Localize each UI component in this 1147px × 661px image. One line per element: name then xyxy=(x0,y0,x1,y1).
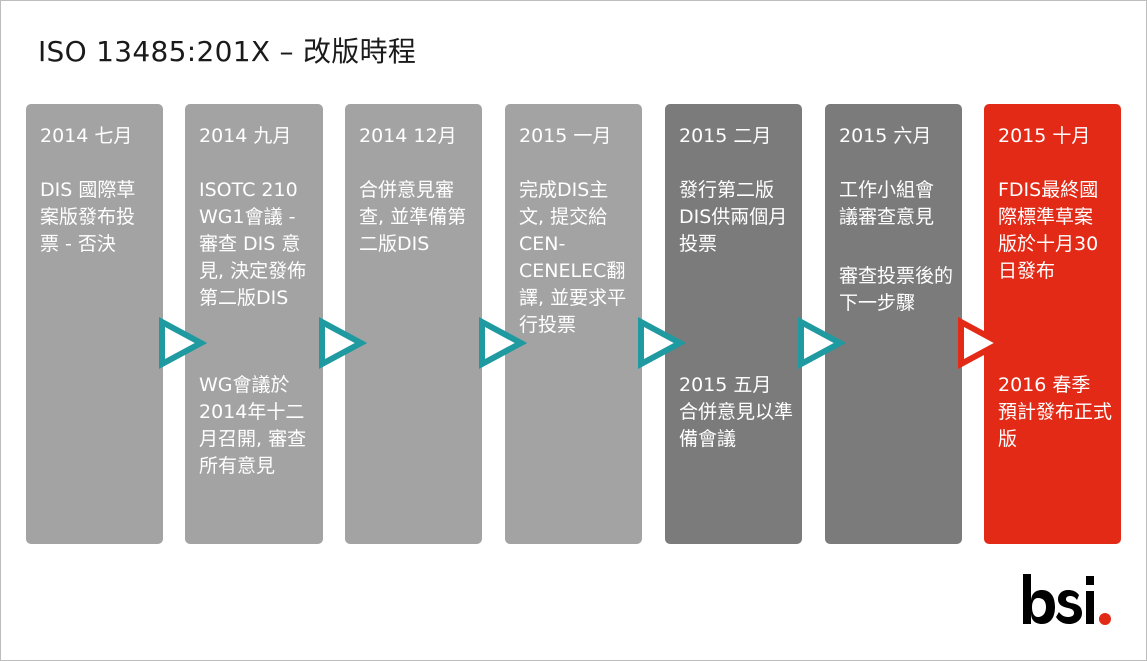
card-date: 2015 一月 xyxy=(519,125,612,147)
card-date: 2014 七月 xyxy=(40,125,133,147)
card-text: 發行第二版DIS供兩個月投票 xyxy=(679,179,788,255)
timeline-card-2014-dec: 2014 12月 合併意見審查, 並準備第二版DIS xyxy=(345,104,482,544)
bsi-logo-mark xyxy=(1023,574,1111,625)
card-text: 工作小組會議審查意見 xyxy=(839,179,935,228)
card-text: ISOTC 210 WG1會議 - 審查 DIS 意見, 決定發佈第二版DIS xyxy=(199,179,307,309)
card-text: 完成DIS主文, 提交給CEN-CENELEC翻譯, 並要求平行投票 xyxy=(519,179,627,336)
card-text: DIS 國際草案版發布投票 - 否決 xyxy=(40,179,136,255)
card-date: 2015 六月 xyxy=(839,125,932,147)
arrow-right-icon xyxy=(317,317,367,369)
card-date: 2015 十月 xyxy=(998,125,1091,147)
timeline-card-2014-sep: 2014 九月 ISOTC 210 WG1會議 - 審查 DIS 意見, 決定發… xyxy=(185,104,323,544)
card-text-secondary: WG會議於2014年十二月召開, 審查所有意見 xyxy=(199,374,307,477)
timeline-card-2015-feb: 2015 二月 發行第二版DIS供兩個月投票 2015 五月 合併意見以準備會議 xyxy=(665,104,802,544)
timeline-card-2014-jul: 2014 七月 DIS 國際草案版發布投票 - 否決 xyxy=(26,104,163,544)
slide-title: ISO 13485:201X – 改版時程 xyxy=(38,35,417,68)
card-text: 合併意見審查, 並準備第二版DIS xyxy=(359,179,467,255)
card-text-secondary: 審查投票後的下一步驟 xyxy=(839,265,954,314)
arrow-right-icon xyxy=(796,317,846,369)
card-date: 2014 12月 xyxy=(359,125,457,147)
arrow-right-icon xyxy=(477,317,527,369)
arrow-right-icon xyxy=(956,317,1006,369)
card-text-secondary: 2015 五月 合併意見以準備會議 xyxy=(679,374,794,450)
card-text: FDIS最終國際標準草案版於十月30日發布 xyxy=(998,179,1099,282)
card-date: 2014 九月 xyxy=(199,125,292,147)
bsi-logo xyxy=(1021,568,1117,634)
timeline-card-2015-jun: 2015 六月 工作小組會議審查意見 審查投票後的下一步驟 xyxy=(825,104,962,544)
timeline-card-2015-jan: 2015 一月 完成DIS主文, 提交給CEN-CENELEC翻譯, 並要求平行… xyxy=(505,104,642,544)
arrow-right-icon xyxy=(157,317,207,369)
timeline-card-2015-oct: 2015 十月 FDIS最終國際標準草案版於十月30日發布 2016 春季 預計… xyxy=(984,104,1121,544)
card-text-secondary: 2016 春季 預計發布正式版 xyxy=(998,374,1113,450)
arrow-right-icon xyxy=(636,317,686,369)
card-date: 2015 二月 xyxy=(679,125,772,147)
